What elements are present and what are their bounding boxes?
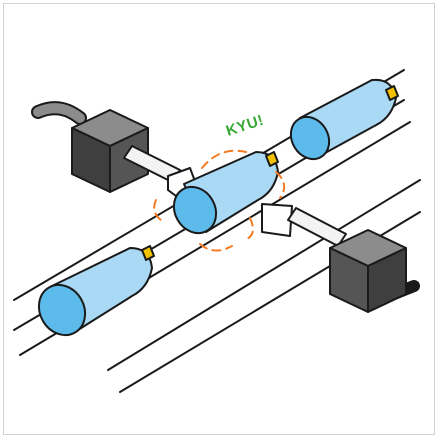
kyu-caption: KYU! — [224, 112, 266, 140]
bottle-center-face — [172, 185, 218, 235]
bottle-center — [172, 151, 279, 235]
image-frame — [3, 3, 435, 435]
bottle-top — [289, 78, 399, 161]
bottle-bottom-nozzle — [141, 245, 155, 261]
sensor-box-right — [329, 229, 407, 313]
bottle-top-face — [289, 115, 331, 161]
rail-line-4 — [107, 179, 421, 371]
pusher-rod-right — [261, 203, 347, 247]
bottle-center-nozzle — [265, 151, 279, 167]
pinch-marks — [153, 149, 286, 252]
bottle-top-nozzle — [385, 85, 399, 101]
pusher-rod-left — [123, 145, 197, 197]
bottle-bottom-face — [37, 283, 87, 337]
bottle-bottom — [37, 245, 155, 337]
